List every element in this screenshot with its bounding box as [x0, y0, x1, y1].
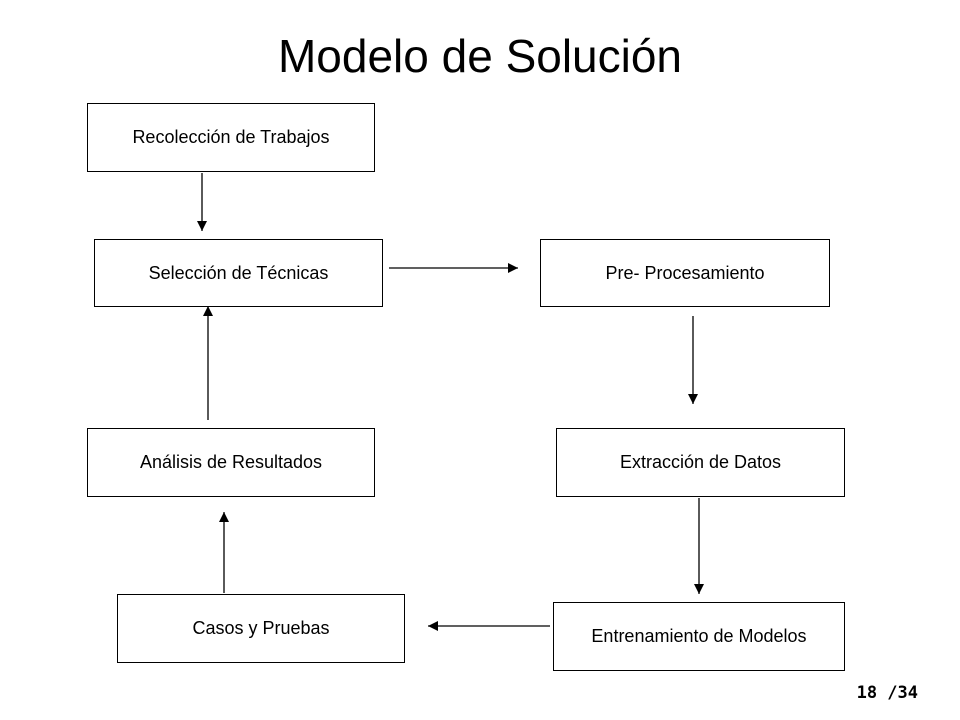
node-recoleccion-de-trabajos: Recolección de Trabajos: [87, 103, 375, 172]
node-pre-procesamiento: Pre- Procesamiento: [540, 239, 830, 307]
node-analisis-de-resultados: Análisis de Resultados: [87, 428, 375, 497]
node-seleccion-de-tecnicas: Selección de Técnicas: [94, 239, 383, 307]
node-casos-y-pruebas: Casos y Pruebas: [117, 594, 405, 663]
node-extraccion-de-datos: Extracción de Datos: [556, 428, 845, 497]
page-number: 18 /34: [856, 683, 918, 703]
slide-title: Modelo de Solución: [277, 30, 683, 82]
node-entrenamiento-de-modelos: Entrenamiento de Modelos: [553, 602, 845, 671]
